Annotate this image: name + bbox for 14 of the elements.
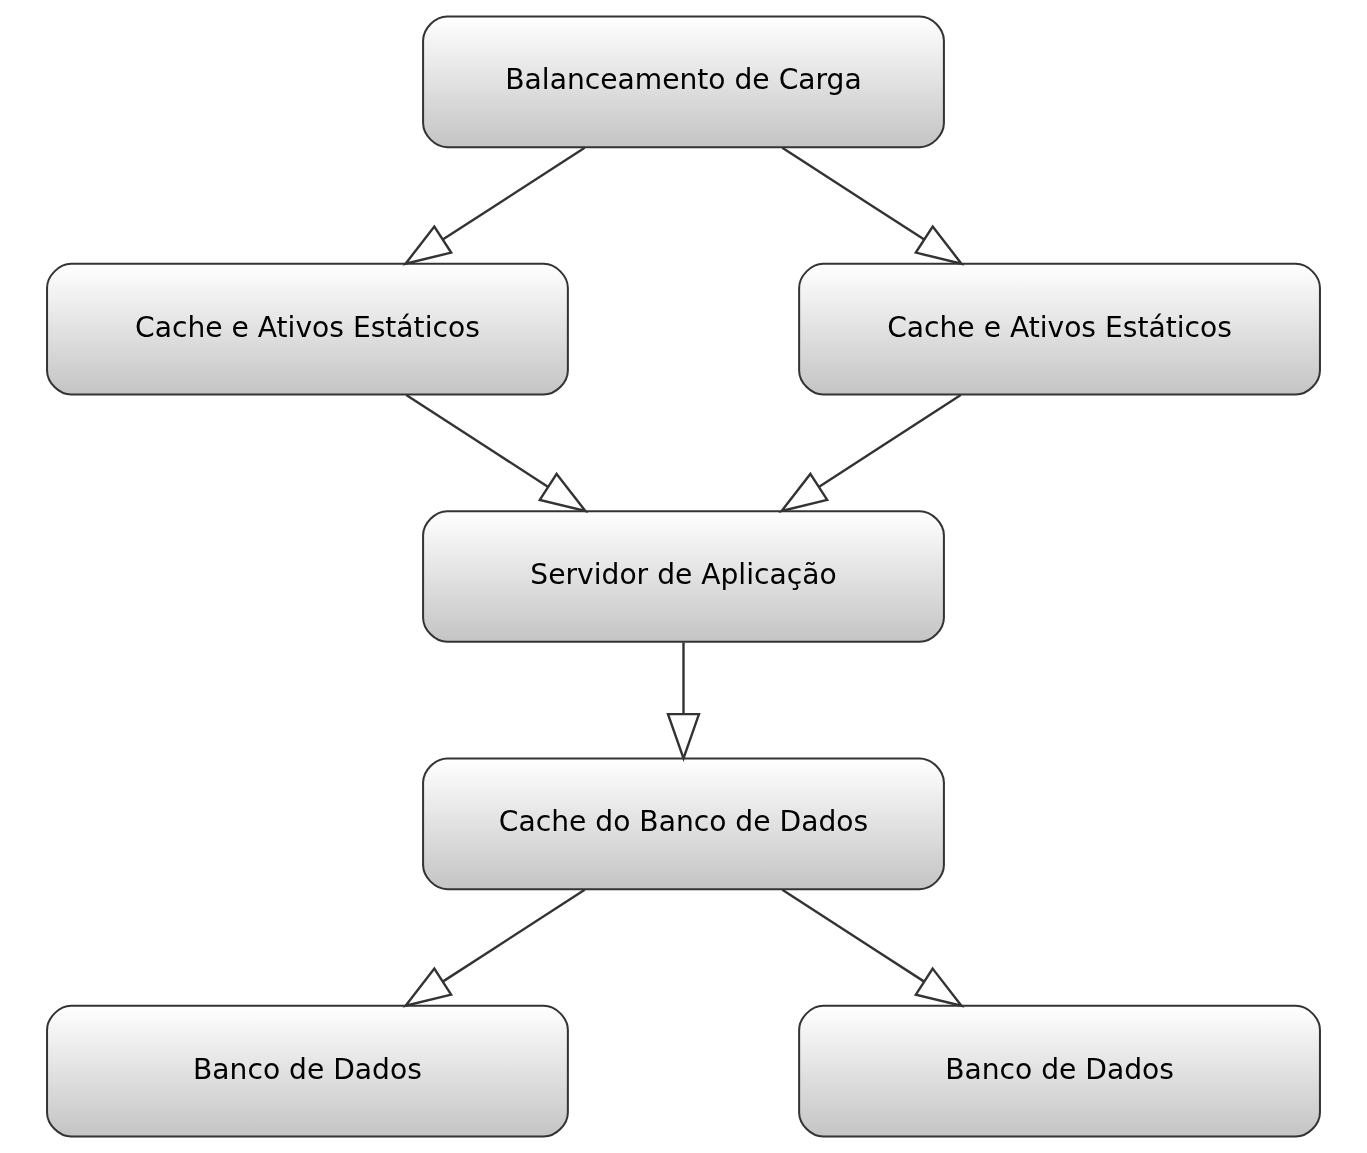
- node-box: Cache e Ativos Estáticos: [798, 262, 1321, 396]
- arrow: [781, 888, 965, 1008]
- arrow: [402, 146, 586, 266]
- arrow: [778, 394, 962, 513]
- node-box: Balanceamento de Carga: [422, 15, 945, 149]
- node-box: Banco de Dados: [46, 1004, 569, 1138]
- node-box: Cache do Banco de Dados: [422, 757, 945, 891]
- arrow: [666, 642, 701, 762]
- arrow: [402, 888, 586, 1008]
- node-box: Servidor de Aplicação: [422, 510, 945, 643]
- arrow: [405, 394, 589, 513]
- node-box: Cache e Ativos Estáticos: [46, 262, 569, 396]
- node-box: Banco de Dados: [798, 1004, 1321, 1138]
- arrow: [781, 146, 965, 266]
